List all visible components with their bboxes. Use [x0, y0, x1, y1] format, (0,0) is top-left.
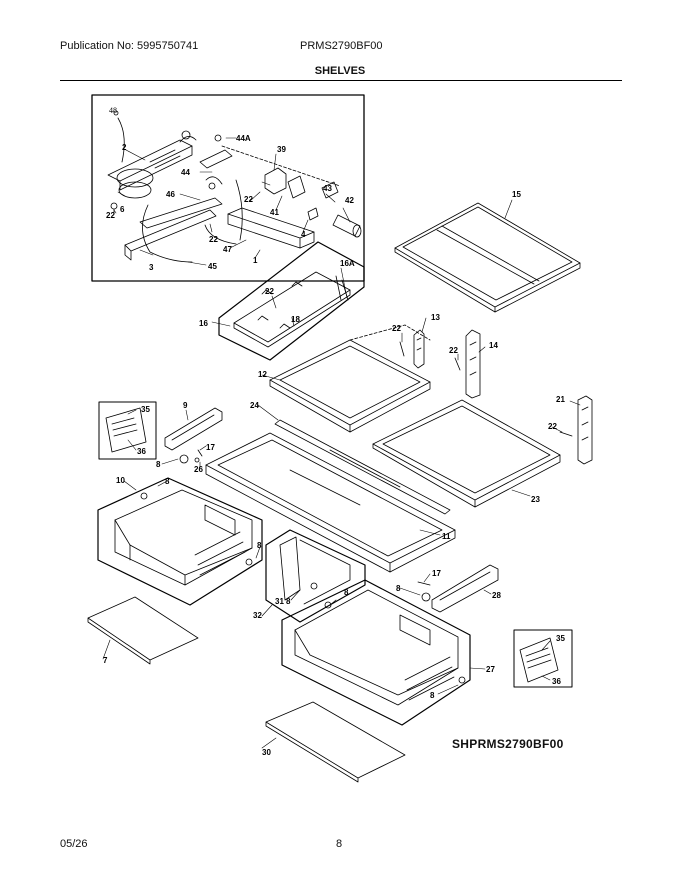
callout-22-f: 22: [449, 346, 458, 355]
callout-39: 39: [277, 145, 286, 154]
callout-17-top: 17: [206, 443, 215, 452]
screw-17-bottom: [417, 581, 431, 586]
callout-3: 3: [149, 263, 154, 272]
callout-22-b: 22: [106, 211, 115, 220]
label-plate-right: [519, 637, 559, 683]
callout-16: 16: [199, 319, 208, 328]
callout-17-bottom: 17: [432, 569, 441, 578]
callout-35-left: 35: [141, 405, 150, 414]
callout-46: 46: [166, 190, 175, 199]
callout-43: 43: [323, 184, 332, 193]
callout-23: 23: [531, 495, 540, 504]
crisper-drawer-right-box: [281, 579, 471, 726]
page-number: 8: [336, 838, 343, 850]
callout-13: 13: [431, 313, 440, 322]
callout-8-d: 8: [396, 584, 401, 593]
callout-31: 31: [275, 597, 284, 606]
fastener-8-right: [421, 592, 431, 602]
callout-32: 32: [253, 611, 262, 620]
callout-45: 45: [208, 262, 217, 271]
callout-47: 47: [223, 245, 232, 254]
top-shelf: [394, 202, 581, 313]
label-plate-left: [105, 407, 147, 453]
screw-22-c: [559, 431, 573, 437]
middle-shelf-left: [269, 324, 431, 433]
ice-maker-detail-box: [91, 94, 365, 282]
drawer-panel-30: [265, 701, 406, 783]
middle-shelf-right: [372, 399, 561, 508]
callout-42: 42: [345, 196, 354, 205]
drawer-rail-28: [431, 564, 499, 613]
screw-22-b: [454, 357, 461, 371]
detail-box-35-36-right: [513, 629, 573, 688]
fastener-26: [194, 457, 200, 463]
shelf-support-14: [465, 329, 481, 399]
deli-cover-box: [218, 241, 365, 361]
drawer-rail-9: [164, 407, 223, 451]
callout-22-g: 22: [548, 422, 557, 431]
callout-41: 41: [270, 208, 279, 217]
callout-8-c: 8: [257, 541, 262, 550]
callout-27: 27: [486, 665, 495, 674]
callout-21: 21: [556, 395, 565, 404]
callout-36-right: 36: [552, 677, 561, 686]
shelf-support-21: [577, 395, 593, 465]
crisper-cover: [205, 419, 456, 573]
publication-number: Publication No: 5995750741: [60, 40, 199, 52]
callout-30: 30: [262, 748, 271, 757]
callout-15: 15: [512, 190, 521, 199]
callout-9: 9: [183, 401, 188, 410]
model-number: PRMS2790BF00: [300, 40, 383, 52]
ice-maker-assembly: [107, 110, 362, 263]
crisper-drawer-left-box: [97, 477, 263, 606]
callout-labels: 48 44A 2 39 44 22 43 6 46 41 42 22 4 22 …: [103, 106, 565, 757]
callout-48: 48: [109, 106, 117, 115]
callout-8-a: 8: [156, 460, 161, 469]
callout-10: 10: [116, 476, 125, 485]
section-title: SHELVES: [314, 65, 366, 77]
callout-8-b: 8: [165, 477, 170, 486]
callout-22-a: 22: [244, 195, 253, 204]
cover-trim-24: [274, 419, 451, 515]
shelf-support-13: [413, 329, 425, 369]
callout-14: 14: [489, 341, 498, 350]
callout-35-right: 35: [556, 634, 565, 643]
callout-8-e: 8: [344, 588, 349, 597]
callout-7: 7: [103, 656, 108, 665]
callout-6: 6: [120, 205, 125, 214]
diagram-code: SHPRMS2790BF00: [452, 737, 564, 751]
callout-8-g: 8: [430, 691, 435, 700]
callout-28: 28: [492, 591, 501, 600]
callout-26: 26: [194, 465, 203, 474]
callout-22-e: 22: [392, 324, 401, 333]
header-rule: [60, 80, 622, 81]
callout-44: 44: [181, 168, 190, 177]
callout-22-d: 22: [265, 287, 274, 296]
callout-36-left: 36: [137, 447, 146, 456]
detail-box-35-36-left: [98, 401, 157, 460]
callout-1: 1: [253, 256, 258, 265]
callout-18: 18: [291, 315, 300, 324]
callout-24: 24: [250, 401, 259, 410]
screw-17-top: [197, 449, 203, 457]
callout-4: 4: [301, 230, 306, 239]
callout-8-f: 8: [286, 597, 291, 606]
callout-16A: 16A: [340, 259, 355, 268]
drawer-panel-7: [87, 596, 199, 665]
fastener-8-left: [179, 454, 189, 464]
screw-22-a: [399, 341, 405, 357]
callout-44A: 44A: [236, 134, 251, 143]
leader-lines: [102, 137, 581, 749]
callout-12: 12: [258, 370, 267, 379]
footer-date: 05/26: [60, 838, 88, 850]
bin-32-box: [265, 529, 366, 623]
callout-2: 2: [122, 143, 127, 152]
callout-11: 11: [442, 532, 451, 541]
callout-22-c: 22: [209, 235, 218, 244]
